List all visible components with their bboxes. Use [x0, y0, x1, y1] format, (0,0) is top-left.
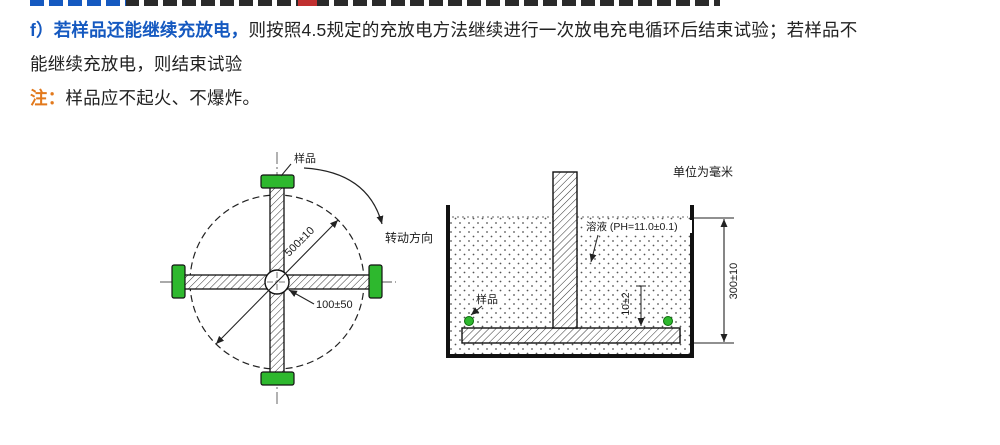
- clause-f-line: f）若样品还能继续充放电，则按照4.5规定的充放电方法继续进行一次放电充电循环后…: [30, 13, 982, 47]
- sample-left: [171, 264, 186, 299]
- height-dimension-label: 300±10: [728, 263, 740, 300]
- clipped-glyphs: [30, 0, 720, 6]
- hub-dimension: 100±50: [288, 289, 353, 311]
- clause-f-continued: 能继续充放电，则结束试验: [30, 54, 243, 74]
- note-label: 注：: [30, 88, 66, 108]
- base-plate: [461, 327, 681, 344]
- hub-dimension-label: 100±50: [316, 299, 353, 311]
- body-text: f）若样品还能继续充放电，则按照4.5规定的充放电方法继续进行一次放电充电循环后…: [30, 13, 982, 115]
- sample-right: [368, 264, 383, 299]
- note-line: 注：样品应不起火、不爆炸。: [30, 81, 982, 115]
- units-label: 单位为毫米: [673, 164, 733, 179]
- radius-dimension-label: 500±10: [283, 225, 317, 259]
- gap-dimension: 10±2: [620, 285, 646, 326]
- sample-top: [260, 174, 295, 189]
- immersion-test-diagram: 单位为毫米 溶液 (PH=11.0±0.1) 样品 10±2 300±: [446, 164, 740, 358]
- sample-dot-right: [663, 316, 673, 326]
- rotation-test-diagram: 500±10 100±50 样品 转动方向: [160, 151, 433, 404]
- clause-f-highlight: f）若样品还能继续充放电，: [30, 20, 249, 40]
- sample-dot-left: [464, 316, 474, 326]
- clipped-blue-fragment: [30, 0, 126, 6]
- gap-dimension-label: 10±2: [620, 292, 632, 315]
- sample-callout: 样品: [280, 151, 316, 177]
- solution-callout: 溶液 (PH=11.0±0.1): [584, 220, 692, 263]
- solution-callout-label: 溶液 (PH=11.0±0.1): [586, 220, 678, 233]
- tank-outline: [446, 205, 694, 358]
- rotation-direction-label: 转动方向: [385, 230, 433, 245]
- clipped-red-fragment: [298, 0, 317, 6]
- sample-callout-label: 样品: [476, 292, 498, 306]
- clause-f-rest: 则按照4.5规定的充放电方法继续进行一次放电充电循环后结束试验；若样品不: [248, 20, 858, 40]
- note-text: 样品应不起火、不爆炸。: [65, 88, 261, 108]
- rotation-direction: 转动方向: [303, 167, 433, 245]
- clipped-text-row: [30, 0, 720, 7]
- sample-holders: [171, 174, 383, 386]
- sample-callout: 样品: [470, 292, 502, 316]
- center-post: [552, 171, 578, 329]
- sample-bottom: [260, 371, 295, 386]
- height-dimension: 300±10: [694, 217, 740, 344]
- sample-callout-label: 样品: [294, 151, 316, 165]
